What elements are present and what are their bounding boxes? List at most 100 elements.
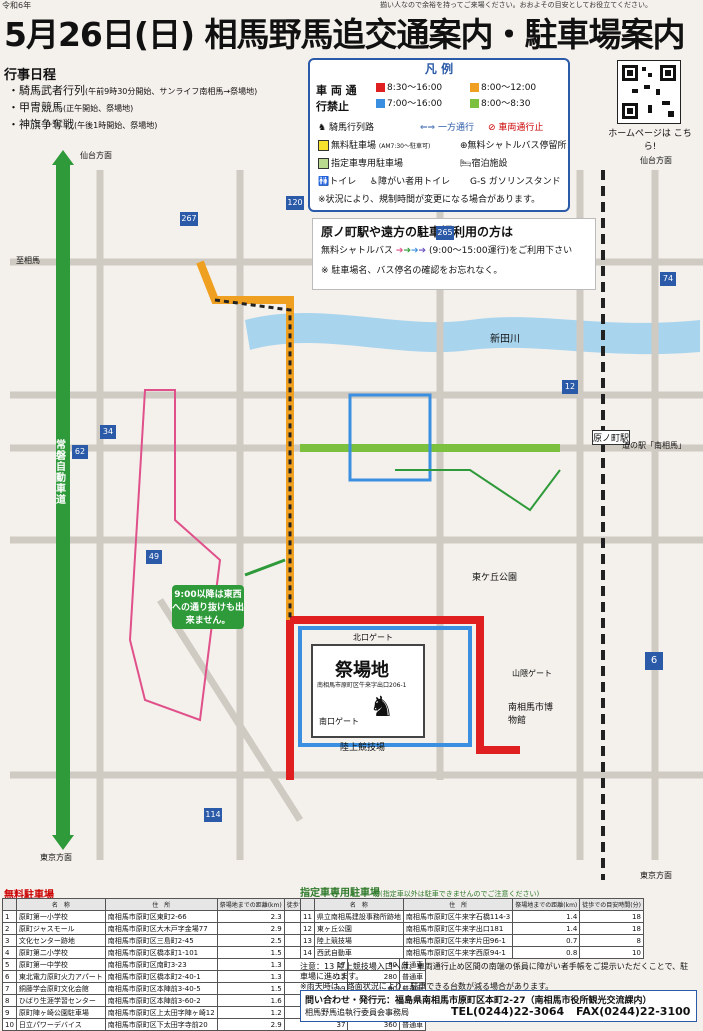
schedule-heading: 行事日程	[4, 68, 57, 83]
legend-time-blue: 7:00～16:00	[376, 96, 442, 109]
era-label: 令和6年	[2, 1, 32, 10]
table-cell: 1.4	[512, 922, 581, 935]
legend-panel: 凡 例 車 両 通行禁止 8:30～16:00 8:00～12:00 7:00～…	[308, 58, 570, 212]
bus-stop-icon: ⊕	[460, 141, 468, 151]
legend-oneway: ⇐⇒ 一方通行	[420, 123, 474, 133]
designated-note: ※雨天時は、路面状況により、駐車できる台数が減る場合があります。	[300, 982, 554, 991]
table-cell: 日立パワーデバイス	[15, 1018, 106, 1031]
direction-sendai: 仙台方面	[80, 151, 112, 160]
bed-icon: 🛏	[460, 159, 472, 169]
table-cell: 2.3	[216, 910, 285, 923]
table-cell: 南相馬市原町区東町2-66	[104, 910, 218, 923]
table-cell: 南相馬市原町区上太田字陣ヶ崎12	[104, 1006, 218, 1019]
direction-tokyo: 東京方面	[40, 853, 72, 862]
river	[245, 312, 700, 355]
table-cell: 東北電力原町火力アパート	[15, 970, 106, 983]
legend-gas-station: G-S ガソリンスタンド	[470, 177, 561, 187]
table-cell: 12	[300, 922, 315, 935]
table-cell: 1.3	[216, 970, 285, 983]
legend-no-entry: ⊘ 車両通行止	[488, 123, 544, 133]
shuttle-title: 原ノ町駅や遠方の駐車場利用の方は	[321, 225, 514, 239]
column-header: 住 所	[104, 898, 218, 911]
table-cell: 4	[2, 946, 17, 959]
no-entry-icon: ⊘	[488, 123, 496, 133]
table-cell: 18	[579, 910, 644, 923]
table-cell: 南相馬市原町区本陣前3-60-2	[104, 994, 218, 1007]
station-label: 原ノ町駅	[592, 430, 631, 445]
green-swatch	[470, 99, 479, 108]
legend-toilet: 🚻トイレ	[318, 177, 357, 187]
table-cell: 南相馬市原町区本陣前3-40-5	[104, 982, 218, 995]
table-cell: 原町第一小学校	[15, 910, 106, 923]
route-267-shield: 267	[180, 212, 198, 226]
horse-icon: ♞	[318, 123, 327, 133]
column-header: 名 称	[15, 898, 106, 911]
table-cell: 14	[300, 946, 315, 959]
table-cell: 10	[579, 946, 644, 959]
table-cell: 南相馬市原町区南町3-23	[104, 958, 218, 971]
qr-pattern	[622, 65, 676, 119]
legend-time-orange: 8:00～12:00	[470, 80, 536, 93]
table-cell: 7	[2, 982, 17, 995]
contact-box: 問い合わせ・発行元：福島県南相馬市原町区本町2-27（南相馬市役所観光交流課内）…	[300, 990, 697, 1022]
table-cell: 1.2	[216, 1006, 285, 1019]
table-cell: 銅藤学会原町文化会館	[15, 982, 106, 995]
table-cell: 南相馬市原町区大木戸字金場77	[104, 922, 218, 935]
column-header	[2, 898, 17, 911]
legend-designated-parking: 指定車専用駐車場	[318, 156, 403, 169]
direction-sendai-east: 仙台方面	[640, 156, 672, 165]
shuttle-loop-green	[395, 469, 561, 512]
south-gate-label: 南口ゲート	[319, 717, 359, 726]
table-cell: 0.7	[512, 934, 581, 947]
shuttle-line: 無料シャトルバス ➔➔➔➔ (9:00～15:00運行)をご利用下さい	[321, 246, 573, 256]
table-cell: 3	[2, 934, 17, 947]
route-265-shield: 265	[436, 226, 454, 240]
shuttle-loop-pink	[128, 389, 222, 722]
route-12-shield: 12	[562, 380, 578, 394]
table-cell: 2.9	[216, 1018, 285, 1031]
table-cell: 文化センター跡地	[15, 934, 106, 947]
top-notice-text: 揃い人なので余裕を持ってご来場ください。おおよその目安としてお役立てください。	[380, 1, 653, 9]
qr-caption: ホームページは こちら!	[608, 129, 692, 152]
river-label: 新田川	[490, 334, 520, 345]
table-cell: 13	[300, 934, 315, 947]
park-label: 東ケ丘公園	[472, 573, 518, 583]
table-cell: 6	[2, 970, 17, 983]
table-cell: 普通車	[399, 970, 427, 983]
contact-tel: TEL(0244)22-3064	[451, 1005, 565, 1018]
stadium-label: 陸上競技場	[340, 743, 386, 753]
table-cell: 南相馬市原町区橋本町2-40-1	[104, 970, 218, 983]
route-114-shield: 114	[204, 808, 222, 822]
table-cell: 普通車	[399, 958, 427, 971]
restriction-label: 車 両 通行禁止	[316, 84, 357, 113]
table-cell: 南相馬市原町区下太田字寺前20	[104, 1018, 218, 1031]
schedule-item: ・甲冑競馬(正午開始、祭場地)	[8, 101, 134, 114]
table-cell: 11	[300, 910, 315, 923]
toilet-icon: 🚻	[318, 177, 330, 187]
shuttle-info-box: 原ノ町駅や遠方の駐車場利用の方は 無料シャトルバス ➔➔➔➔ (9:00～15:…	[312, 218, 596, 290]
table-cell: 1.3	[216, 958, 285, 971]
orange-swatch	[470, 83, 479, 92]
wheelchair-icon: ♿	[370, 177, 379, 187]
table-cell: 南相馬市原町区牛来字出口181	[402, 922, 514, 935]
table-cell: 1.5	[216, 982, 285, 995]
table-cell: 8	[2, 994, 17, 1007]
table-cell: 県立南相馬建設事務所跡地	[313, 910, 404, 923]
expressway-label: 常磐自動車道	[56, 440, 66, 506]
legend-shuttle-stop: ⊕無料シャトルバス停留所	[460, 141, 567, 151]
page-title: 5月26日(日) 相馬野馬追交通案内・駐車場案内	[4, 15, 686, 54]
qr-code[interactable]	[617, 60, 681, 124]
table-cell: 南相馬市原町区三島町2-45	[104, 934, 218, 947]
route-74-shield: 74	[660, 272, 676, 286]
free-parking-heading: 無料駐車場	[4, 890, 54, 901]
table-cell: 陸上競技場	[313, 934, 404, 947]
table-cell: 1.6	[216, 994, 285, 1007]
horse-rider-icon: ♞	[369, 690, 395, 723]
table-cell: 原町第一中学校	[15, 958, 106, 971]
legend-accessible-toilet: ♿障がい者用トイレ	[370, 177, 451, 187]
